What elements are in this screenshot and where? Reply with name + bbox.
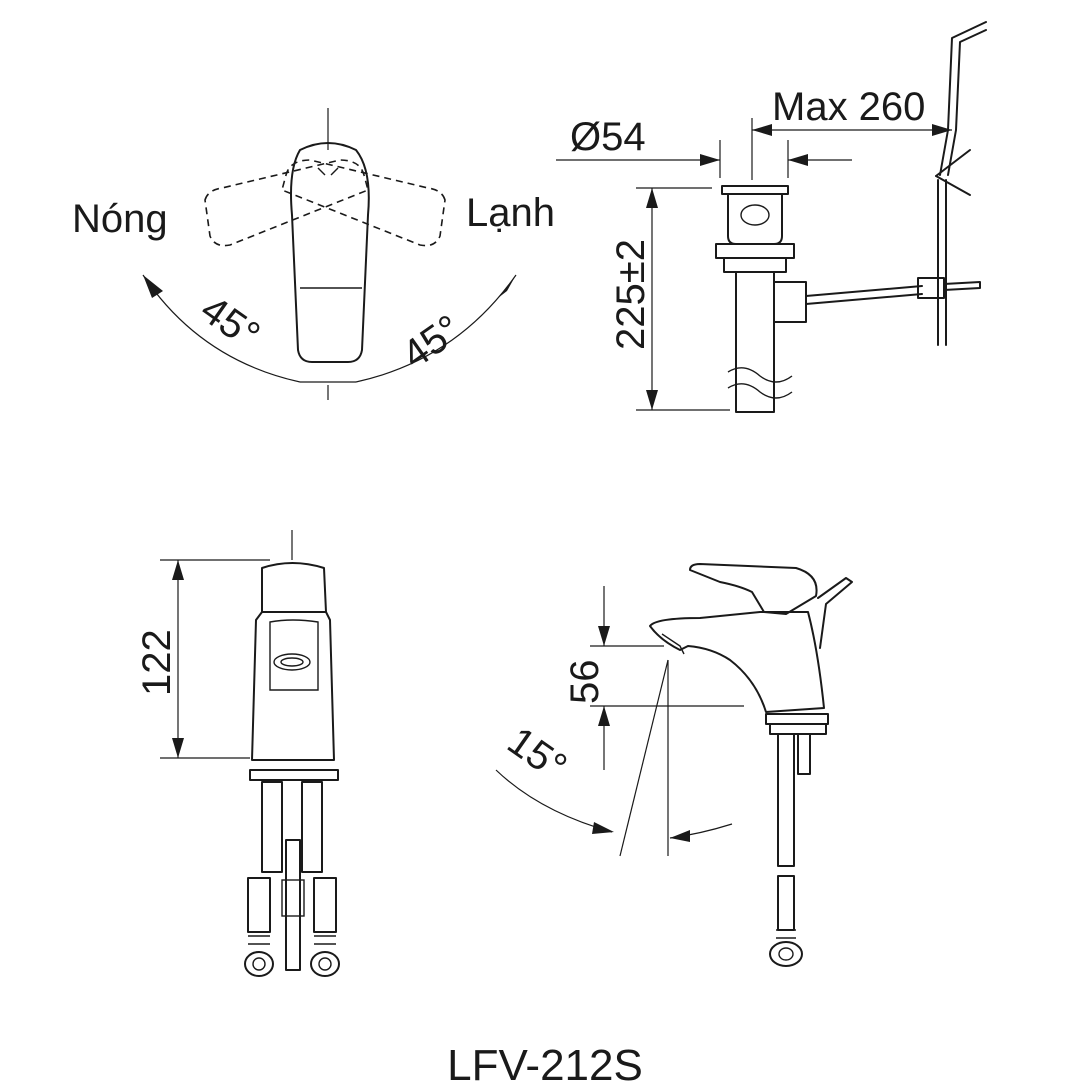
diameter-label: Ø54 (570, 115, 646, 159)
faucet-front-body (261, 562, 327, 613)
faucet-side-body (649, 611, 825, 713)
faucet-side-handle (689, 563, 818, 615)
label-hot: Nóng (72, 197, 168, 241)
drain-view: Ø54 Max 260 225±2 (556, 21, 987, 413)
max-length-label: Max 260 (772, 85, 925, 129)
drain-height-label: 225±2 (609, 239, 653, 350)
spout-height-label: 56 (563, 660, 607, 705)
side-view: 56 15° (495, 563, 853, 967)
angle-left-label: 45° (193, 287, 268, 358)
top-view: Nóng Lạnh 45° 45° (72, 108, 555, 400)
angle-right-label: 45° (394, 307, 469, 378)
model-label: LFV-212S (447, 1041, 643, 1090)
handle-top-outline (290, 142, 370, 363)
handle-rotated-left (204, 159, 369, 247)
faucet-height-label: 122 (135, 629, 179, 696)
rotation-arc (142, 274, 517, 383)
front-view: 122 (135, 530, 340, 977)
tilt-angle-label: 15° (500, 719, 575, 790)
handle-rotated-right (281, 159, 446, 247)
label-cold: Lạnh (466, 191, 555, 235)
